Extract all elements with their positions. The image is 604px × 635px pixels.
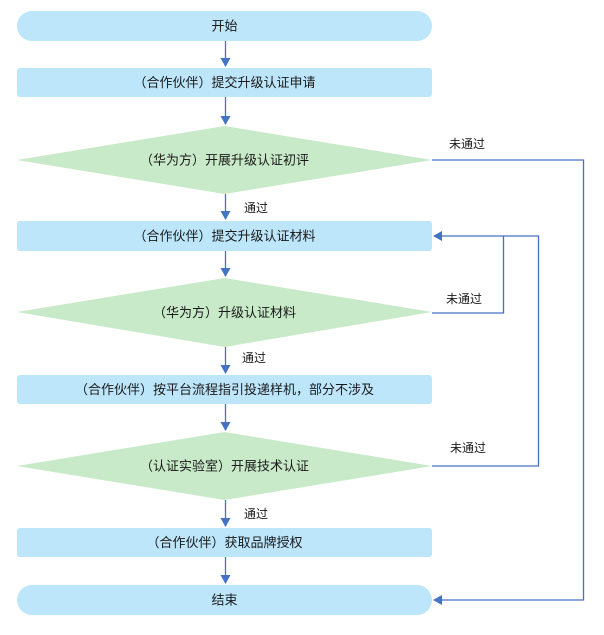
decision-shape — [17, 278, 432, 347]
edge-label-technical-pass: 通过 — [244, 507, 268, 521]
node-label: （合作伙伴）提交升级认证申请 — [133, 75, 315, 91]
process-shape — [17, 375, 432, 404]
terminal-shape — [17, 11, 432, 41]
decision-shape — [17, 432, 432, 500]
edge-label-technical-fail: 未通过 — [450, 441, 486, 455]
edge-label-review-materials-pass: 通过 — [242, 351, 266, 365]
node-label: （华为方）开展升级认证初评 — [140, 153, 309, 169]
edge-review-materials-fail — [432, 231, 505, 314]
node-label: （合作伙伴）获取品牌授权 — [146, 535, 302, 551]
edge-initial-review-fail — [432, 159, 585, 605]
node-start: 开始 — [17, 11, 432, 41]
node-end: 结束 — [17, 585, 432, 615]
node-submit-application: （合作伙伴）提交升级认证申请 — [17, 68, 432, 97]
process-shape — [17, 528, 432, 557]
node-label: （合作伙伴）按平台流程指引投递样机，部分不涉及 — [75, 382, 374, 398]
node-label: （合作伙伴）提交升级认证材料 — [133, 229, 315, 245]
process-shape — [17, 68, 432, 97]
node-initial-review: （华为方）开展升级认证初评 — [17, 126, 432, 194]
edge-label-review-materials-fail: 未通过 — [446, 292, 482, 306]
node-label: （认证实验室）开展技术认证 — [140, 459, 309, 475]
process-shape — [17, 221, 432, 251]
node-technical-certification: （认证实验室）开展技术认证 — [17, 432, 432, 500]
node-submit-materials: （合作伙伴）提交升级认证材料 — [17, 221, 432, 251]
node-review-materials: （华为方）升级认证材料 — [17, 278, 432, 347]
edge-label-initial-review-fail: 未通过 — [449, 137, 485, 151]
edge-label-initial-review-pass: 通过 — [244, 201, 268, 215]
node-label: 结束 — [211, 594, 237, 609]
node-obtain-authorization: （合作伙伴）获取品牌授权 — [17, 528, 432, 557]
node-deliver-samples: （合作伙伴）按平台流程指引投递样机，部分不涉及 — [17, 375, 432, 404]
decision-shape — [17, 126, 432, 194]
terminal-shape — [17, 585, 432, 615]
node-label: （华为方）升级认证材料 — [153, 305, 296, 321]
edge-technical-fail — [432, 235, 540, 467]
node-label: 开始 — [211, 20, 237, 35]
